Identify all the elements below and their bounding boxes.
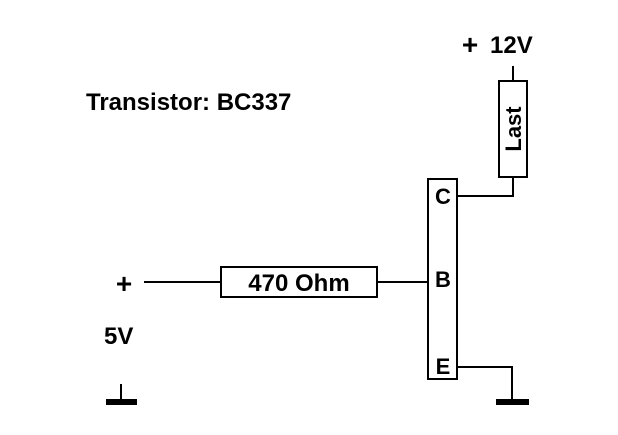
input-ground-symbol bbox=[106, 399, 137, 405]
collector-wire bbox=[457, 177, 514, 197]
supply-plus-sign: + bbox=[462, 29, 478, 60]
emitter-label: E bbox=[436, 354, 451, 379]
resistor-label: 470 Ohm bbox=[248, 270, 349, 297]
emitter-ground-symbol bbox=[496, 399, 529, 405]
resistor-box bbox=[220, 266, 378, 298]
supply-voltage-label: 12V bbox=[490, 32, 533, 59]
input-voltage-label: 5V bbox=[104, 323, 133, 350]
collector-label: C bbox=[435, 184, 451, 209]
input-plus-sign: + bbox=[116, 268, 132, 299]
emitter-wire bbox=[457, 366, 513, 399]
diagram-title: Transistor: BC337 bbox=[86, 89, 291, 116]
transistor-body bbox=[427, 178, 458, 380]
base-label: B bbox=[435, 267, 451, 292]
load-label: Last bbox=[501, 106, 526, 152]
